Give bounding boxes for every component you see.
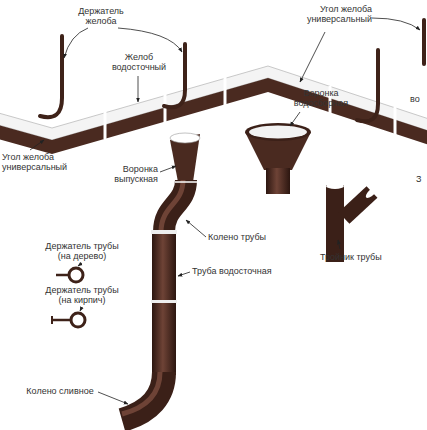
holder-screw <box>56 274 69 277</box>
gutter-joint <box>224 77 227 105</box>
funnel-inner <box>249 126 307 139</box>
part-label: Тройник трубы <box>320 252 390 262</box>
tee-main <box>326 185 344 262</box>
hook <box>164 44 185 107</box>
part-label: во <box>410 94 426 104</box>
part-label: Держатель трубы (на кирпич) <box>42 285 122 305</box>
leader-lines <box>30 18 420 404</box>
downpipe <box>122 230 177 420</box>
elbow-highlight <box>161 180 183 232</box>
part-label: Желоб водосточный <box>110 52 168 72</box>
part-label: Держатель трубы (на дерево) <box>42 241 122 261</box>
leader-line <box>300 32 325 82</box>
part-label: Угол желоба универсальный <box>300 4 372 24</box>
funnel-tube <box>266 168 290 194</box>
leader-line <box>338 240 340 249</box>
hook <box>40 36 62 117</box>
gutter-joint <box>104 111 107 139</box>
part-label: Воронка выпускная <box>100 164 158 184</box>
leader-line <box>160 166 176 172</box>
hook <box>357 50 378 121</box>
leader-line <box>186 220 206 237</box>
leader-line <box>30 140 44 150</box>
part-label: Колено трубы <box>208 232 270 242</box>
leader-line <box>138 76 139 102</box>
holder-ring <box>71 313 85 327</box>
part-label: Труба водосточная <box>192 266 282 276</box>
gutter-joint <box>394 107 397 135</box>
leader-line <box>290 112 300 126</box>
leader-line <box>64 28 88 58</box>
drain-elbow <box>122 372 164 420</box>
holder-rod <box>51 316 53 324</box>
gutter <box>0 66 427 154</box>
gutter-outer <box>0 78 427 154</box>
pipe-elbow <box>161 180 197 232</box>
drain-elbow-highlight <box>122 372 160 414</box>
leader-line <box>78 263 82 266</box>
pipe-collar <box>151 300 177 303</box>
outlet-funnel <box>170 133 200 182</box>
part-label: Воронка водосборная <box>290 88 352 108</box>
elbow-ring <box>175 181 197 183</box>
hook <box>422 20 426 64</box>
pipe <box>152 230 176 375</box>
funnel-top <box>170 133 200 143</box>
part-label: З <box>416 174 426 184</box>
leader-line <box>178 272 190 276</box>
part-label: Держатель желоба <box>70 6 132 26</box>
funnel-body <box>170 134 200 182</box>
gutter-hooks <box>40 20 424 121</box>
leader-line <box>98 392 128 404</box>
pipe-tee <box>326 183 380 262</box>
leader-line <box>118 28 182 52</box>
tee-opening <box>326 183 344 189</box>
holder-ring <box>69 268 83 282</box>
pipe-collar <box>151 230 177 234</box>
leader-line <box>80 307 82 311</box>
part-label: Угол желоба универсальный <box>2 152 62 172</box>
leader-line <box>372 18 420 30</box>
funnel-rim <box>245 123 311 141</box>
part-label: Колено сливное <box>20 386 100 396</box>
tee-opening <box>364 184 380 199</box>
collecting-funnel <box>245 123 311 194</box>
holder-rod <box>52 319 71 322</box>
